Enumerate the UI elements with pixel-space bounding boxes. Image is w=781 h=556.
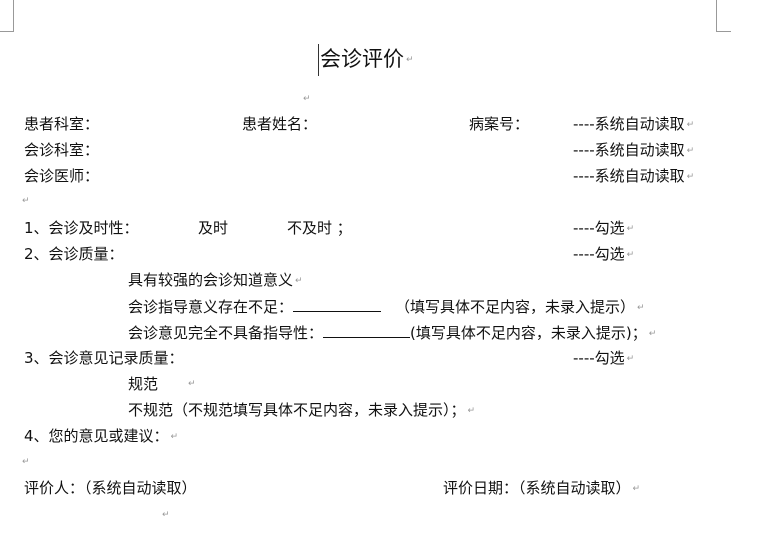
consult-doctor-label: 会诊医师： xyxy=(24,167,100,185)
q2-option-insufficient[interactable]: 会诊指导意义存在不足： xyxy=(128,298,294,316)
q2-note: ----勾选 xyxy=(573,245,634,264)
q2-option-strong[interactable]: 具有较强的会诊知道意义 xyxy=(128,271,303,290)
q1-note: ----勾选 xyxy=(573,219,634,238)
q2-option-no-guidance[interactable]: 会诊意见完全不具备指导性： xyxy=(128,324,324,342)
patient-name-label: 患者姓名： xyxy=(242,115,318,133)
paragraph-mark: ↵ xyxy=(188,379,196,389)
consult-dept-label: 会诊科室： xyxy=(24,141,100,159)
no-guidance-input-blank[interactable] xyxy=(323,323,411,338)
q2-option-insufficient-row: 会诊指导意义存在不足： （填写具体不足内容，未录入提示） xyxy=(128,297,645,317)
paragraph-mark: ↵ xyxy=(22,196,30,206)
evaluator-label: 评价人：（系统自动读取） xyxy=(24,479,197,497)
paragraph-mark: ↵ xyxy=(303,94,311,104)
q4-label: 4、您的意见或建议： xyxy=(24,427,178,446)
eval-date-label: 评价日期：（系统自动读取） xyxy=(443,479,640,498)
q1-label: 1、会诊及时性： xyxy=(24,219,139,237)
insufficient-hint: （填写具体不足内容，未录入提示） xyxy=(395,298,645,316)
q1-option-timely[interactable]: 及时 xyxy=(198,219,229,237)
page-corner-mark-right xyxy=(716,0,731,32)
q3-option-nonstandard[interactable]: 不规范（不规范填写具体不足内容，未录入提示）； xyxy=(128,401,475,420)
auto-read-note: ----系统自动读取 xyxy=(573,115,694,134)
paragraph-mark: ↵ xyxy=(162,510,170,520)
auto-read-note: ----系统自动读取 xyxy=(573,167,694,186)
text-cursor xyxy=(318,44,319,76)
no-guidance-hint: (填写具体不足内容，未录入提示)； xyxy=(410,324,656,342)
record-no-label: 病案号： xyxy=(469,115,530,133)
auto-read-note: ----系统自动读取 xyxy=(573,141,694,160)
q3-note: ----勾选 xyxy=(573,349,634,368)
q1-option-untimely[interactable]: 不及时 ； xyxy=(287,219,352,237)
q2-option-no-guidance-row: 会诊意见完全不具备指导性： (填写具体不足内容，未录入提示)； xyxy=(128,323,656,343)
page-corner-mark-left xyxy=(0,0,14,32)
patient-dept-label: 患者科室： xyxy=(24,115,100,133)
document-title[interactable]: 会诊评价 xyxy=(320,46,414,73)
insufficient-input-blank[interactable] xyxy=(293,297,382,312)
q2-label: 2、会诊质量： xyxy=(24,245,124,263)
q3-label: 3、会诊意见记录质量： xyxy=(24,349,184,367)
q3-option-standard[interactable]: 规范 xyxy=(128,375,159,393)
paragraph-mark: ↵ xyxy=(22,457,30,467)
